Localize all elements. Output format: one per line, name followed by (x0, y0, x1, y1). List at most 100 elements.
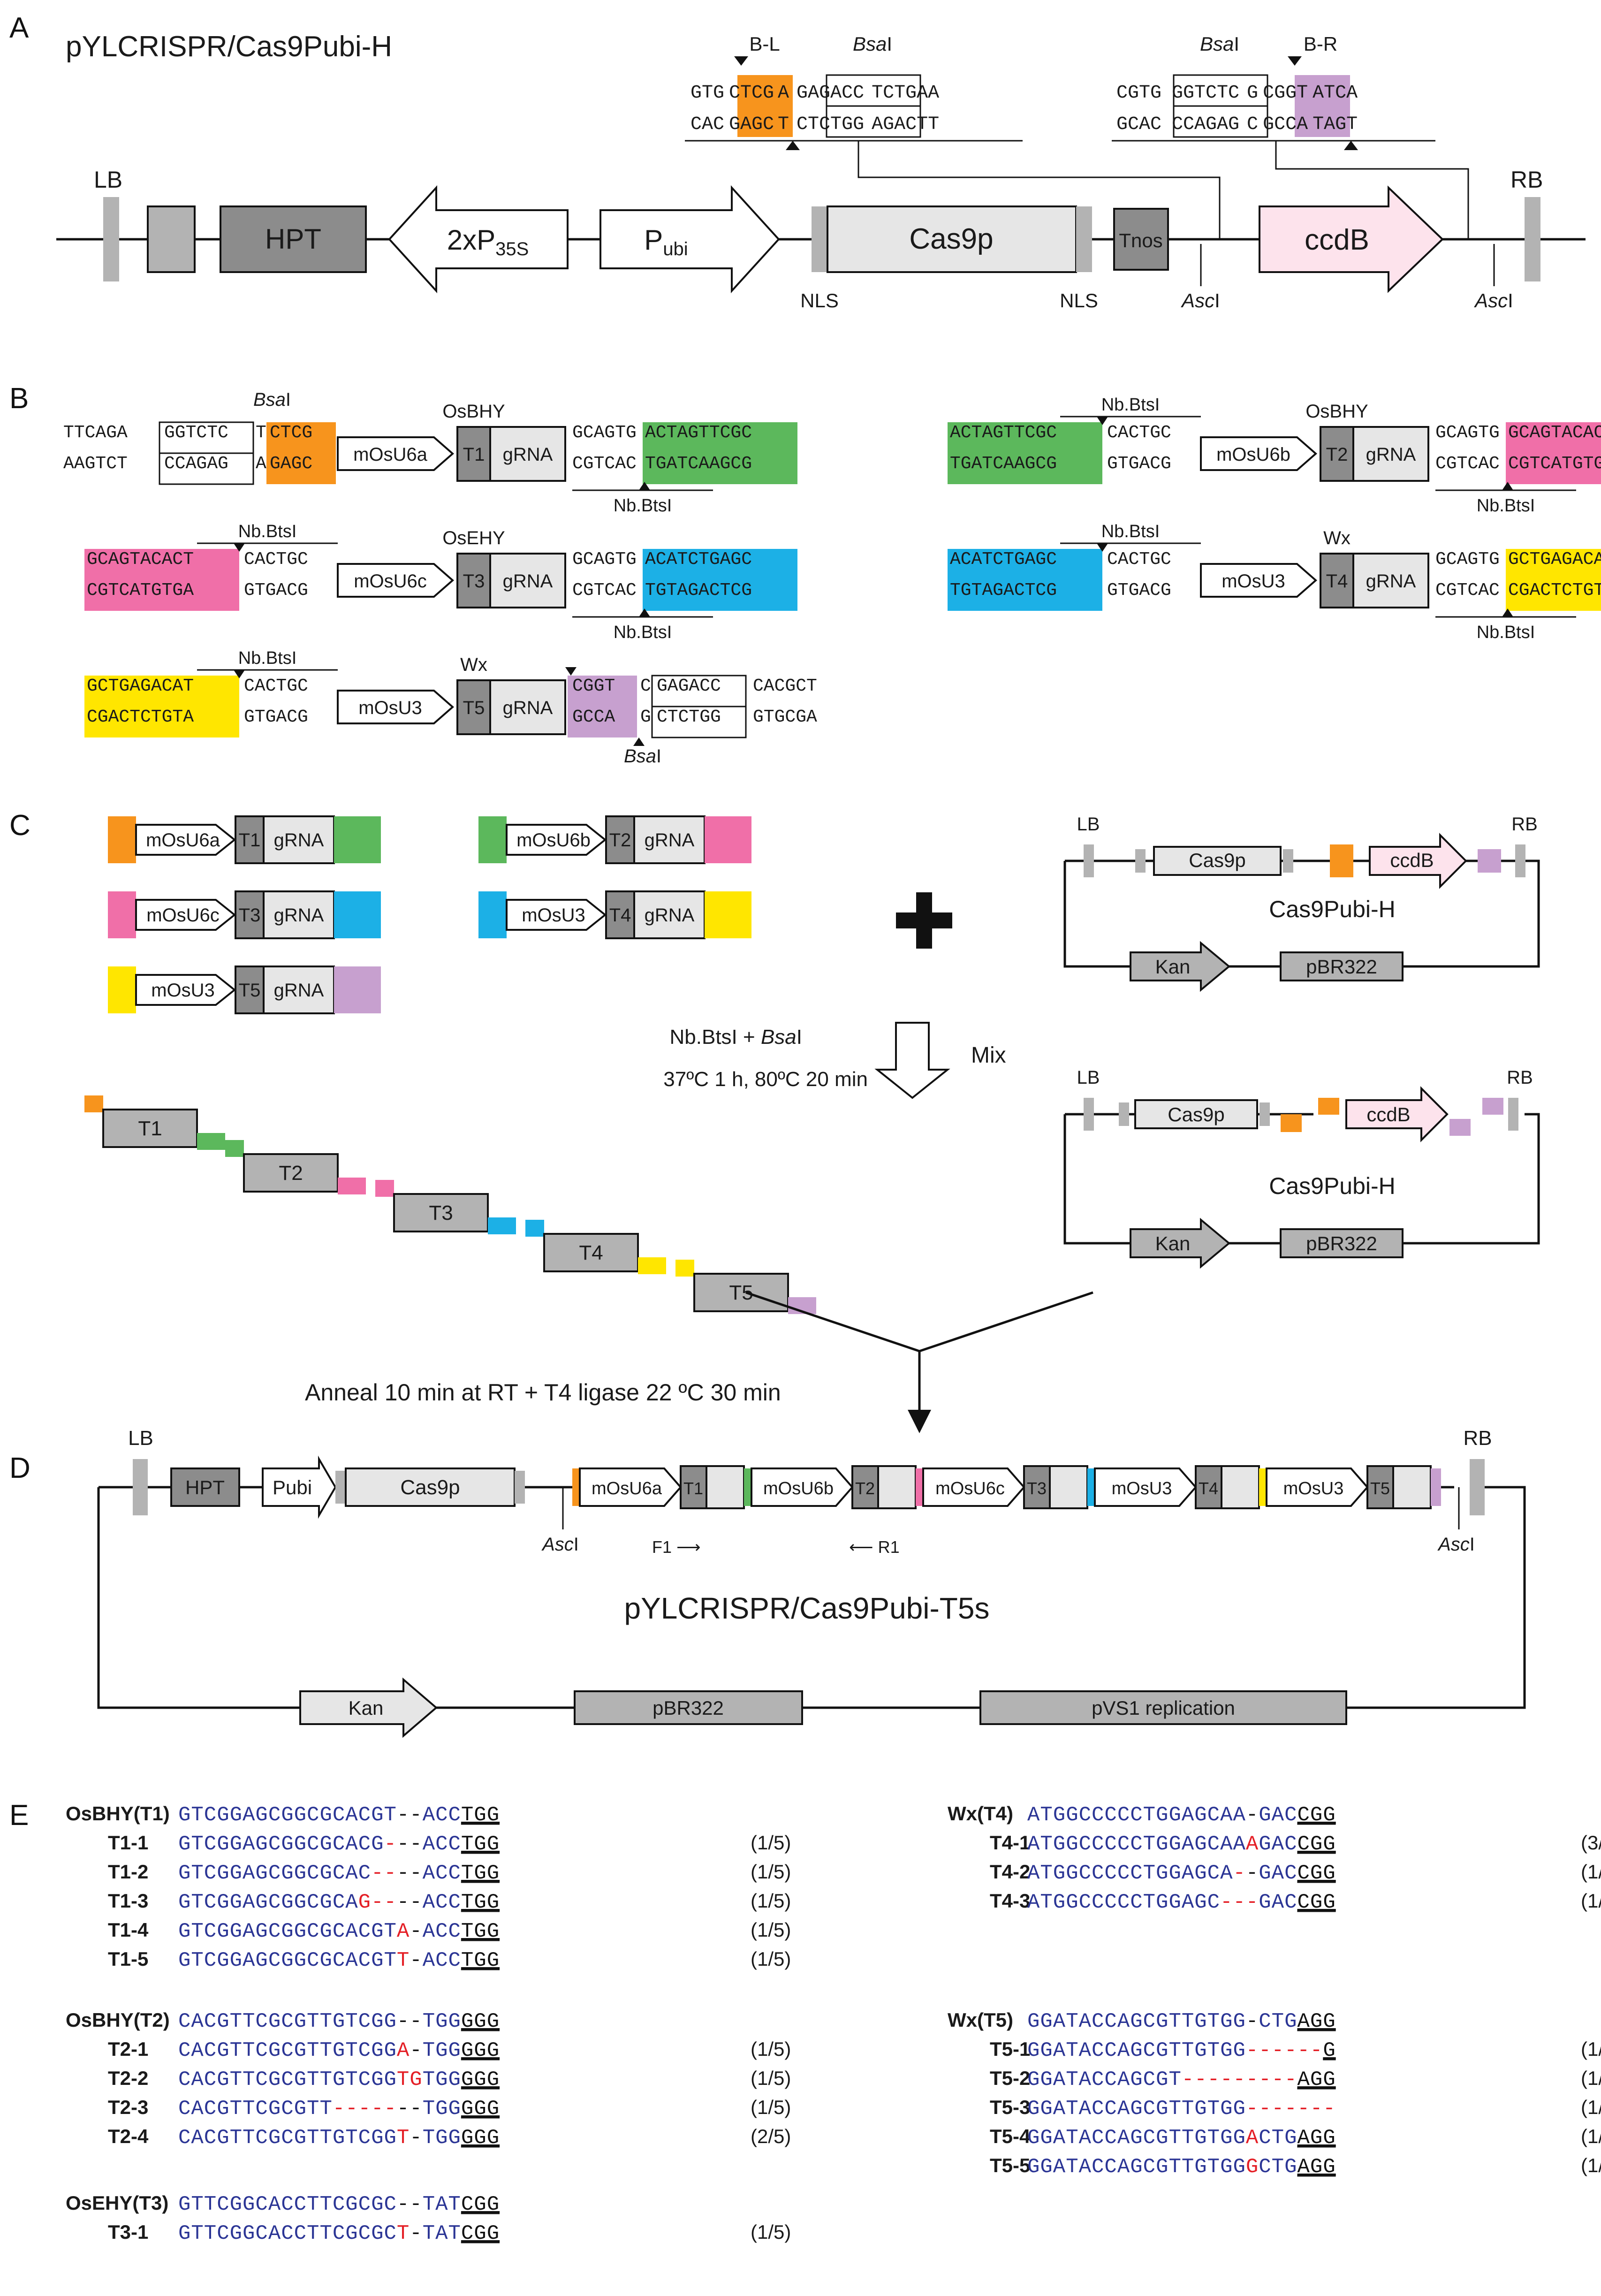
target-label: T3 (463, 571, 485, 592)
final-pbr322-label: pBR322 (653, 1697, 724, 1719)
allele-label: T2-1 (108, 2038, 148, 2060)
vector2-br-cut (1449, 1119, 1471, 1136)
sequence-line: ATGGCCCCCTGGAGCAA-GACCGG (1027, 1803, 1336, 1827)
fragment-right-overhang (638, 1257, 666, 1274)
seq-left-bottom-a: TGTAGACTCG (950, 580, 1057, 601)
sequence-segment: ATGGCCCCCTGGAGC (1027, 1891, 1220, 1914)
sequence-segment: -- (397, 2010, 423, 2033)
sequence-segment: CACGTTCGCGTTGTCGG (178, 2126, 397, 2150)
array-target (1366, 1465, 1394, 1509)
br-nick-marker-bottom (1344, 141, 1358, 150)
allele-fraction: (1/5) (1581, 2096, 1601, 2118)
cassette-promoter-label: mOsU6c (146, 905, 220, 926)
array-target-label: T5 (1370, 1479, 1390, 1498)
promoter-arrow (1200, 563, 1318, 598)
asci-right-label: AscI (1473, 289, 1513, 312)
vector-nls-right (1283, 849, 1293, 873)
sequence-line: CACGTTCGCGTTGTCGG--TGGGGG (178, 2010, 500, 2033)
junction-overhang (1087, 1468, 1095, 1506)
nbbtsi-label: Nb.BtsI (1477, 496, 1535, 516)
panel-label-d: D (9, 1452, 30, 1484)
allele-fraction: (1/5) (1581, 2038, 1601, 2060)
cassette-grna (633, 890, 706, 939)
nick-marker (234, 543, 245, 552)
sequence-line: GTCGGAGCGGCGCACGT--ACCTGG (178, 1803, 500, 1827)
allele-fraction: (2/5) (751, 2125, 791, 2147)
sequence-segment: A (397, 2039, 410, 2062)
allele-fraction: (1/5) (1581, 2154, 1601, 2176)
overhang-right (643, 549, 797, 611)
target-label: T5 (463, 698, 485, 718)
grna-box (1352, 553, 1429, 608)
target-label: T1 (463, 444, 485, 465)
sequence-segment: GTCGGAGCGGCGCA (178, 1891, 358, 1914)
junction-overhang (1259, 1468, 1267, 1506)
final-pbr322 (574, 1690, 803, 1725)
mix-label: Mix (971, 1043, 1006, 1068)
allele-fraction: (1/5) (751, 1948, 791, 1970)
sequence-segment: GAC (1259, 1891, 1297, 1914)
sequence-line: GGATACCAGCGTTGTGGACTGAGG (1027, 2126, 1336, 2150)
sequence-segment: TAT (423, 2193, 461, 2216)
final-kan-label: Kan (349, 1697, 384, 1719)
vector2-lb-box (1084, 1098, 1094, 1131)
seq-left-top-d: CTCG (270, 423, 312, 443)
cassette-target (235, 890, 265, 939)
panel-label-e: E (9, 1799, 29, 1832)
cassette-grna-label: gRNA (645, 905, 695, 926)
allele-fraction: (1/5) (751, 2221, 791, 2243)
promoter-arrow (1200, 436, 1318, 471)
sequence-segment: CACGTTCGCGTT (178, 2097, 333, 2121)
gene-label: OsEHY (442, 528, 505, 548)
br-label: B-R (1304, 33, 1337, 55)
seq-left-bottom-b: CCAGAG (164, 454, 228, 474)
nbbtsi-label: Nb.BtsI (1101, 522, 1160, 541)
vector2-cas9p (1134, 1099, 1258, 1129)
seq-right-bottom-b: TGTAGACTCG (645, 580, 752, 601)
vector2-nls-left (1119, 1102, 1129, 1126)
seq-right-bottom-b: CGACTCTGTA (1508, 580, 1601, 601)
seq-right-bottom-b: G (640, 707, 651, 727)
nick-marker (1097, 543, 1108, 552)
vector-ccdb-label: ccdB (1390, 849, 1434, 871)
overhang-purple (568, 676, 637, 737)
cassette-target (235, 966, 265, 1014)
seq-right-bottom-a: CGTCAC (572, 580, 637, 601)
sequence-segment: - (410, 2039, 422, 2062)
promoter-label: mOsU6a (353, 444, 428, 465)
promoter-label: mOsU3 (1222, 571, 1285, 592)
seq-right-top-a: GCAGTG (1435, 423, 1500, 443)
sequence-segment: GTCGGAGCGGCGCACGT (178, 1803, 397, 1827)
cassette-promoter (135, 899, 236, 931)
plus-vertical (916, 892, 932, 949)
seq-right-bottom-b: TGATCAAGCG (645, 454, 752, 474)
cassette-promoter (135, 974, 236, 1006)
fragment-box (243, 1153, 339, 1193)
gene-label: OsBHY (1305, 401, 1368, 422)
allele-label: T1-3 (108, 1890, 148, 1912)
sequence-segment: - (410, 1920, 422, 1943)
sequence-segment: CACGTTCGCGTTGTCGG (178, 2068, 397, 2091)
vector2-br-overhang (1482, 1098, 1503, 1115)
gene-label: Wx (1323, 528, 1351, 548)
vector2-nls-right (1260, 1102, 1270, 1126)
gene-label: Wx (460, 654, 487, 675)
panel-a-title: pYLCRISPR/Cas9Pubi-H (66, 30, 392, 63)
sequence-segment: T (397, 2126, 410, 2150)
seq-right-bottom-d: GTGCGA (753, 707, 817, 727)
nick-marker (633, 737, 645, 746)
pubi-promoter-arrow (599, 185, 780, 294)
seq-left-top-c: T (256, 423, 266, 443)
sequence-line: GTCGGAGCGGCGCACGTA-ACCTGG (178, 1920, 500, 1943)
cas9pubi-h-vector-digested: LB RB Cas9p ccdB Cas9Pubi-H Kan pBR322 (1063, 1067, 1540, 1269)
sequence-segment: - (1246, 1862, 1259, 1885)
sequence-line: CACGTTCGCGTTGTCGGT-TGGGGG (178, 2126, 500, 2150)
sequence-segment: TGG (461, 1920, 500, 1943)
vector-br-overhang (1478, 849, 1501, 873)
digest-conditions: 37ºC 1 h, 80ºC 20 min (663, 1068, 868, 1091)
bsai-site-box (159, 452, 254, 485)
